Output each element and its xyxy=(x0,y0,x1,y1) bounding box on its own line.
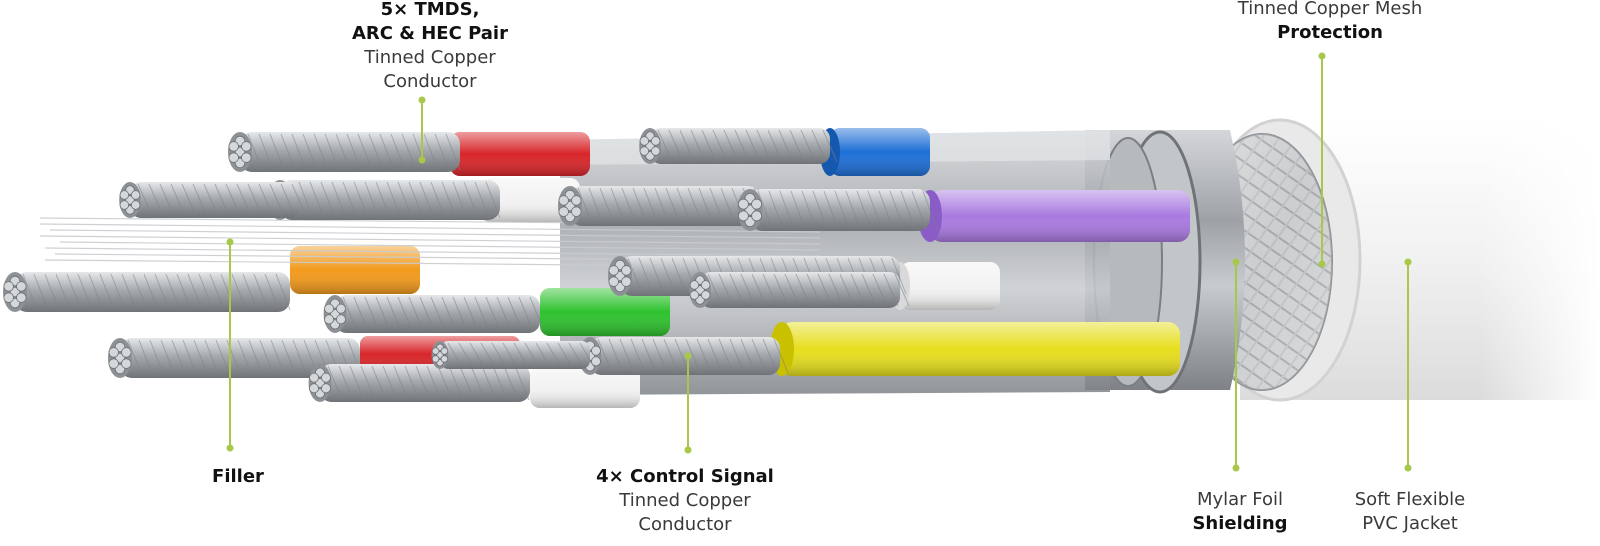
strand-bundle xyxy=(108,338,363,378)
leader-lines xyxy=(226,52,1412,472)
conductor-yellow xyxy=(770,322,1180,376)
label-mylar: Mylar Foil Shielding xyxy=(1180,488,1300,536)
label-tmds: 5× TMDS, ARC & HEC Pair Tinned Copper Co… xyxy=(340,0,520,94)
label-mesh-line2: Protection xyxy=(1277,22,1383,43)
conductor-orange xyxy=(290,246,420,294)
strand-bundle xyxy=(737,189,938,231)
label-tmds-line1: 5× TMDS, xyxy=(380,0,480,20)
strand-bundle xyxy=(558,186,769,226)
strand-end-face xyxy=(119,182,141,218)
leader-line xyxy=(1232,258,1240,472)
strand-bundle xyxy=(308,364,530,402)
label-control: 4× Control Signal Tinned Copper Conducto… xyxy=(585,465,785,537)
label-jacket-line1: Soft Flexible xyxy=(1354,489,1466,510)
label-mylar-line1: Mylar Foil xyxy=(1196,489,1284,510)
strand-end-face xyxy=(431,341,449,369)
strand-bundle xyxy=(3,272,291,312)
label-jacket: Soft Flexible PVC Jacket xyxy=(1335,488,1485,536)
strand-bundle xyxy=(578,337,789,375)
strand-end-face xyxy=(737,189,763,231)
strand-bundle xyxy=(639,128,838,164)
label-jacket-line2: PVC Jacket xyxy=(1362,513,1458,534)
label-control-line3: Conductor xyxy=(638,514,732,535)
leader-line xyxy=(1404,258,1412,472)
strand-bundle xyxy=(228,132,461,172)
strand-end-face xyxy=(608,256,632,296)
conductor-blue xyxy=(820,128,930,176)
conductor-white-1 xyxy=(890,262,1000,310)
label-control-line1: 4× Control Signal xyxy=(596,466,774,487)
label-mesh: Tinned Copper Mesh Protection xyxy=(1230,0,1430,45)
strand-bundle xyxy=(119,182,307,218)
strand-end-face xyxy=(308,364,332,402)
strand-end-face xyxy=(228,132,252,172)
leader-line xyxy=(1318,52,1326,268)
leader-line xyxy=(226,238,234,452)
leader-line xyxy=(684,352,692,454)
strand-bundle xyxy=(323,295,545,333)
leader-line xyxy=(418,96,426,164)
strand-end-face xyxy=(323,295,347,333)
strand-bundle xyxy=(268,180,501,220)
label-mesh-line1: Tinned Copper Mesh xyxy=(1237,0,1423,19)
conductor-green xyxy=(540,288,670,336)
conductor-white-3 xyxy=(530,366,640,408)
label-tmds-line2: ARC & HEC Pair xyxy=(352,23,508,44)
label-filler: Filler xyxy=(188,465,288,489)
conductor-red-top xyxy=(450,132,590,176)
stranded-copper-bundles xyxy=(3,128,938,402)
strand-end-face xyxy=(108,338,132,378)
strand-bundle xyxy=(689,272,910,308)
label-mylar-line2: Shielding xyxy=(1192,513,1288,534)
label-tmds-line4: Conductor xyxy=(383,71,477,92)
strand-end-face xyxy=(3,272,27,312)
strand-end-face xyxy=(639,128,661,164)
label-control-line2: Tinned Copper xyxy=(619,490,751,511)
strand-end-face xyxy=(558,186,582,226)
strand-end-face xyxy=(689,272,711,308)
conductor-white-2 xyxy=(480,178,580,222)
conductor-purple xyxy=(918,190,1190,242)
label-filler-line1: Filler xyxy=(212,466,264,487)
label-tmds-line3: Tinned Copper xyxy=(364,47,496,68)
strand-bundle xyxy=(431,341,595,369)
